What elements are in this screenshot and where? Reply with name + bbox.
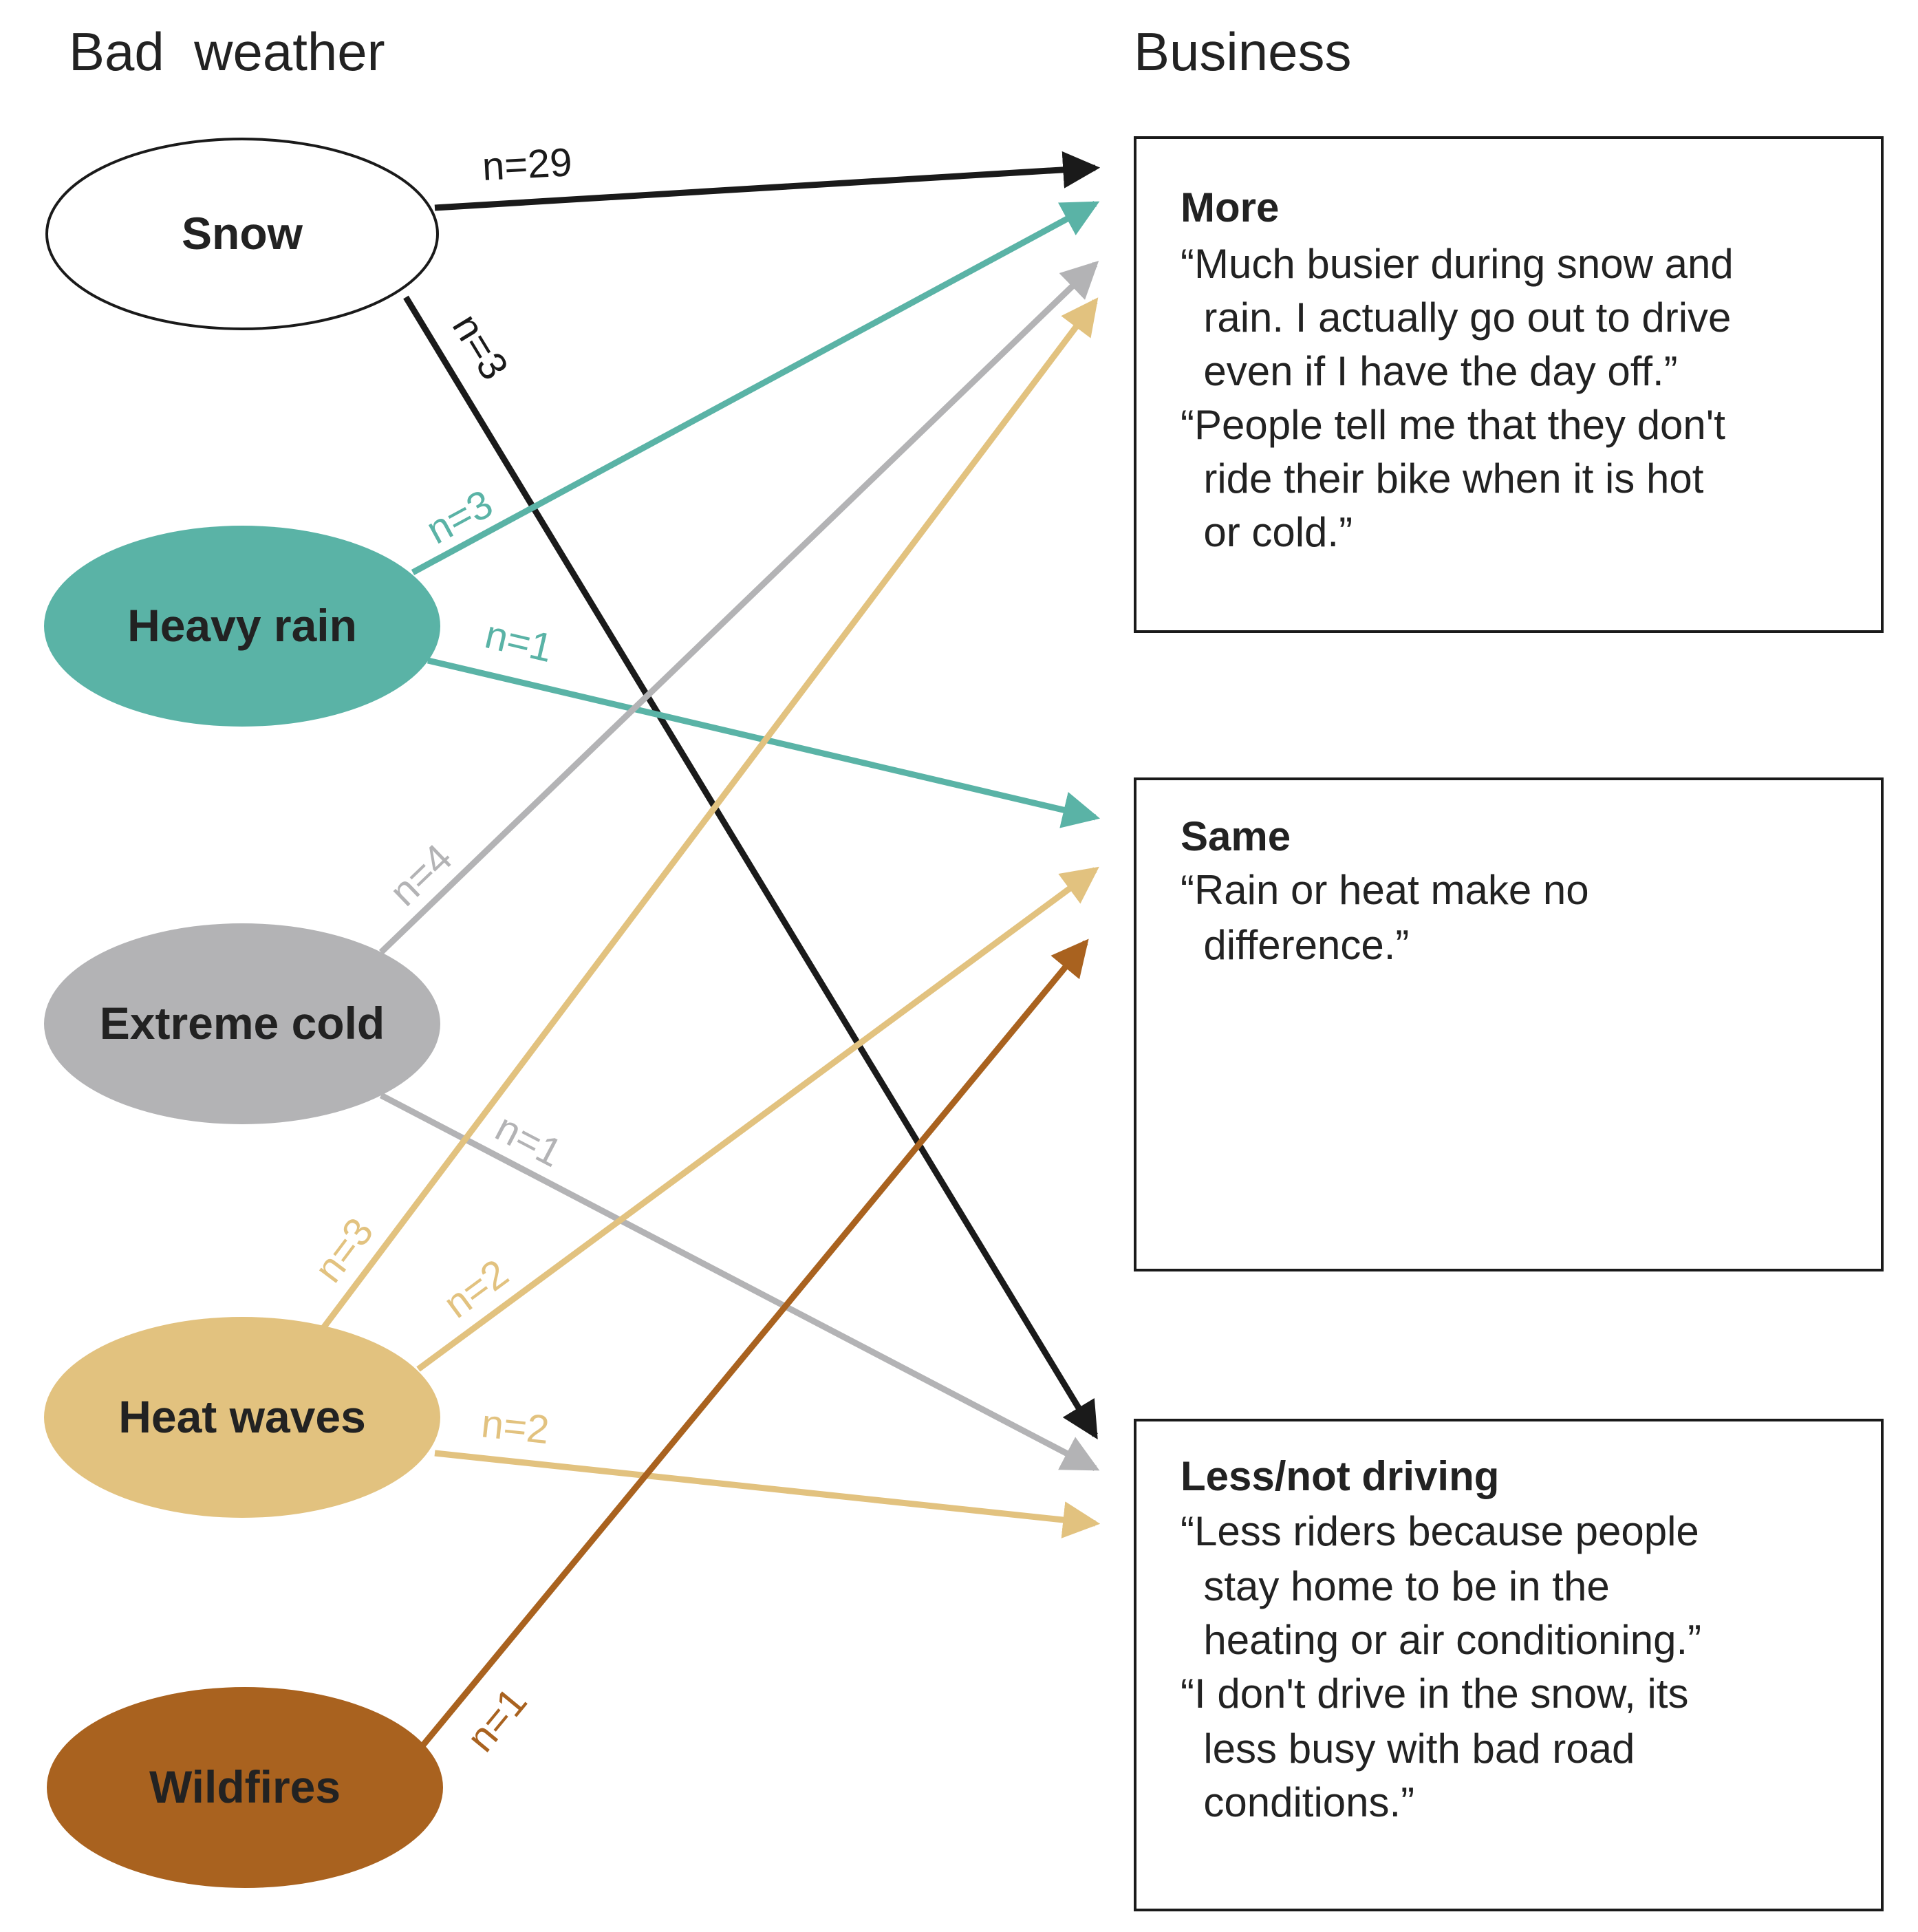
box-more-quote-line: “People tell me that they don't: [1181, 402, 1725, 448]
box-more-quote-line: or cold.”: [1181, 509, 1353, 555]
edge-snow-more: [434, 151, 1101, 211]
node-extreme-cold-label: Extreme cold: [100, 998, 385, 1049]
edge-heavy-rain-more: [411, 201, 1100, 575]
box-less-quote-line: less busy with bad road: [1181, 1726, 1635, 1772]
node-wildfires-label: Wildfires: [149, 1761, 341, 1812]
box-more-frame: [1134, 136, 1884, 633]
box-same-quote-line: “Rain or heat make no: [1181, 867, 1589, 913]
weather-nodes: Snow Heavy rain Extreme cold Heat waves …: [44, 138, 443, 1888]
edge-label-heavy-rain-more: n=3: [419, 481, 499, 552]
node-snow-shape: [45, 138, 439, 330]
node-snow-label: Snow: [182, 208, 303, 259]
node-wildfires: Wildfires: [47, 1687, 443, 1888]
node-wildfires-shape: [47, 1687, 443, 1888]
node-heavy-rain-shape: [44, 526, 440, 727]
box-same-quote-line: difference.”: [1181, 922, 1409, 968]
edge-label-heavy-rain-same: n=1: [481, 612, 557, 671]
box-same-frame: [1134, 777, 1884, 1271]
edge-label-heat-waves-more: n=3: [305, 1210, 382, 1291]
box-less-quote-line: heating or air conditioning.”: [1181, 1617, 1701, 1663]
node-extreme-cold-shape: [44, 923, 440, 1124]
box-less-quote-line: conditions.”: [1181, 1779, 1414, 1825]
node-heat-waves: Heat waves: [44, 1317, 440, 1518]
edge-label-extreme-cold-more: n=4: [381, 835, 461, 914]
edge-heat-waves-same: [416, 866, 1099, 1372]
edge-heat-waves-more: [321, 297, 1099, 1330]
box-less-quote-line: “Less riders because people: [1181, 1508, 1699, 1554]
edge-extreme-cold-less: [379, 1093, 1100, 1471]
business-heading: Business: [1134, 21, 1352, 82]
box-less-quote-line: “I don't drive in the snow, its: [1181, 1671, 1689, 1717]
edge-label-heat-waves-less: n=2: [480, 1401, 552, 1452]
edge-snow-less: [403, 295, 1098, 1440]
box-less-title: Less/not driving: [1181, 1453, 1499, 1499]
bad-weather-heading: Bad weather: [69, 21, 385, 82]
edge-heavy-rain-same: [427, 657, 1101, 828]
box-more-title: More: [1181, 184, 1279, 230]
box-less-quote-line: stay home to be in the: [1181, 1563, 1610, 1609]
edge-label-heat-waves-same: n=2: [435, 1251, 517, 1327]
node-snow: Snow: [45, 138, 439, 330]
box-less: Less/not driving “Less riders because pe…: [1134, 1419, 1884, 1911]
edge-heat-waves-less: [434, 1450, 1101, 1538]
box-same-title: Same: [1181, 813, 1291, 859]
business-boxes: More “Much busier during snow and rain. …: [1134, 136, 1884, 1911]
node-extreme-cold: Extreme cold: [44, 923, 440, 1124]
node-heat-waves-shape: [44, 1317, 440, 1518]
edge-wildfires-same: [418, 938, 1089, 1750]
box-same: Same “Rain or heat make no difference.”: [1134, 777, 1884, 1271]
edge-label-snow-more: n=29: [481, 140, 573, 189]
box-more: More “Much busier during snow and rain. …: [1134, 136, 1884, 633]
box-more-quote-line: rain. I actually go out to drive: [1181, 294, 1731, 341]
box-more-quote-line: even if I have the day off.”: [1181, 348, 1678, 394]
node-heavy-rain: Heavy rain: [44, 526, 440, 727]
edges: [321, 151, 1101, 1750]
edge-label-extreme-cold-less: n=1: [488, 1105, 569, 1176]
box-more-quote-line: ride their bike when it is hot: [1181, 455, 1704, 502]
node-heavy-rain-label: Heavy rain: [127, 600, 357, 651]
box-more-quote-line: “Much busier during snow and: [1181, 241, 1734, 287]
edge-extreme-cold-more: [378, 261, 1099, 955]
box-less-frame: [1134, 1419, 1884, 1911]
node-heat-waves-label: Heat waves: [118, 1391, 366, 1442]
